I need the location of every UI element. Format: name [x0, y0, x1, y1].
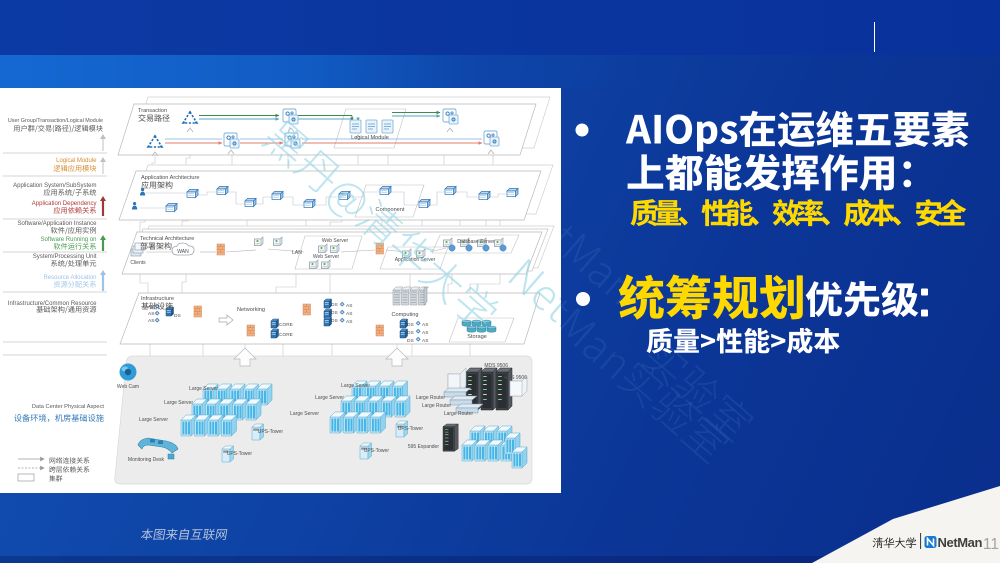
svg-text:Large Server: Large Server	[315, 395, 344, 401]
svg-text:DS: DS	[407, 322, 414, 328]
svg-text:Web Cam: Web Cam	[117, 384, 139, 390]
svg-text:Large Router: Large Router	[422, 403, 452, 409]
svg-text:AS: AS	[422, 338, 428, 344]
svg-text:CORE: CORE	[279, 332, 293, 338]
svg-text:CORE: CORE	[279, 322, 293, 328]
svg-text:Technical Architecture: Technical Architecture	[140, 236, 194, 242]
svg-text:Application Dependency: Application Dependency	[32, 201, 97, 207]
svg-text:Large Server: Large Server	[189, 386, 218, 392]
svg-text:Logical Module: Logical Module	[56, 158, 97, 164]
svg-text:Resource Allocation: Resource Allocation	[43, 275, 96, 281]
svg-text:Application System/SubSystem: Application System/SubSystem	[13, 183, 96, 189]
svg-text:AS: AS	[422, 322, 428, 328]
svg-text:User Group/Transaction/Logical: User Group/Transaction/Logical Module	[8, 118, 103, 124]
svg-text:Application Architecture: Application Architecture	[141, 175, 199, 181]
svg-text:DS: DS	[331, 310, 338, 316]
svg-text:AS: AS	[148, 318, 154, 324]
svg-text:Large Server: Large Server	[164, 400, 193, 406]
svg-text:AS: AS	[148, 304, 154, 310]
svg-text:AS: AS	[148, 311, 154, 317]
svg-text:Large Router: Large Router	[416, 395, 446, 401]
svg-text:MDS 9506: MDS 9506	[503, 375, 527, 381]
svg-text:DS: DS	[331, 318, 338, 324]
svg-text:Transaction: Transaction	[138, 108, 167, 114]
svg-text:AS: AS	[346, 311, 352, 317]
svg-text:AS: AS	[346, 303, 352, 309]
svg-text:DS: DS	[407, 330, 414, 336]
svg-text:UPS-Tower: UPS-Tower	[364, 448, 390, 454]
svg-text:UPS-Tower: UPS-Tower	[258, 429, 284, 435]
svg-text:Large Server: Large Server	[341, 383, 370, 389]
svg-text:Monitoring Desk: Monitoring Desk	[128, 457, 165, 463]
svg-text:DS: DS	[331, 302, 338, 308]
svg-text:UPS-Tower: UPS-Tower	[227, 451, 253, 457]
svg-text:NetMan: NetMan	[938, 535, 983, 550]
svg-text:System/Processing Unit: System/Processing Unit	[33, 254, 97, 260]
svg-text:MDS 9506: MDS 9506	[484, 363, 508, 369]
svg-text:Infrastructure: Infrastructure	[141, 296, 174, 302]
svg-text:Large Router: Large Router	[444, 411, 474, 417]
svg-text:Database Server: Database Server	[457, 239, 495, 245]
svg-text:DS: DS	[407, 338, 414, 344]
svg-text:Software/Application Instance: Software/Application Instance	[17, 221, 97, 227]
svg-text:Infrastructure/Common Resource: Infrastructure/Common Resource	[8, 301, 97, 307]
svg-text:Networking: Networking	[237, 307, 265, 313]
svg-text:DS: DS	[174, 313, 181, 319]
svg-text:Logical Module: Logical Module	[351, 135, 389, 141]
svg-text:Software Running on: Software Running on	[40, 237, 96, 243]
svg-text:Computing: Computing	[391, 312, 418, 318]
svg-text:Web Server: Web Server	[322, 238, 349, 244]
svg-text:Storage: Storage	[467, 334, 487, 340]
svg-text:Data Center Physical Aspect: Data Center Physical Aspect	[32, 404, 104, 410]
svg-text:WAN: WAN	[177, 249, 189, 255]
svg-text:Large Server: Large Server	[290, 411, 319, 417]
svg-text:Web Server: Web Server	[313, 254, 340, 260]
svg-text:LAN: LAN	[292, 250, 302, 256]
svg-text:AS: AS	[346, 319, 352, 325]
svg-text:UPS-Tower: UPS-Tower	[398, 426, 424, 432]
svg-text:595 Expander: 595 Expander	[408, 444, 439, 450]
svg-text:AS: AS	[422, 330, 428, 336]
svg-text:Clients: Clients	[130, 260, 146, 266]
svg-text:Large Server: Large Server	[139, 417, 168, 423]
svg-text:11: 11	[983, 536, 999, 553]
svg-text:Component: Component	[376, 207, 405, 213]
svg-text:Application Server: Application Server	[395, 257, 436, 263]
